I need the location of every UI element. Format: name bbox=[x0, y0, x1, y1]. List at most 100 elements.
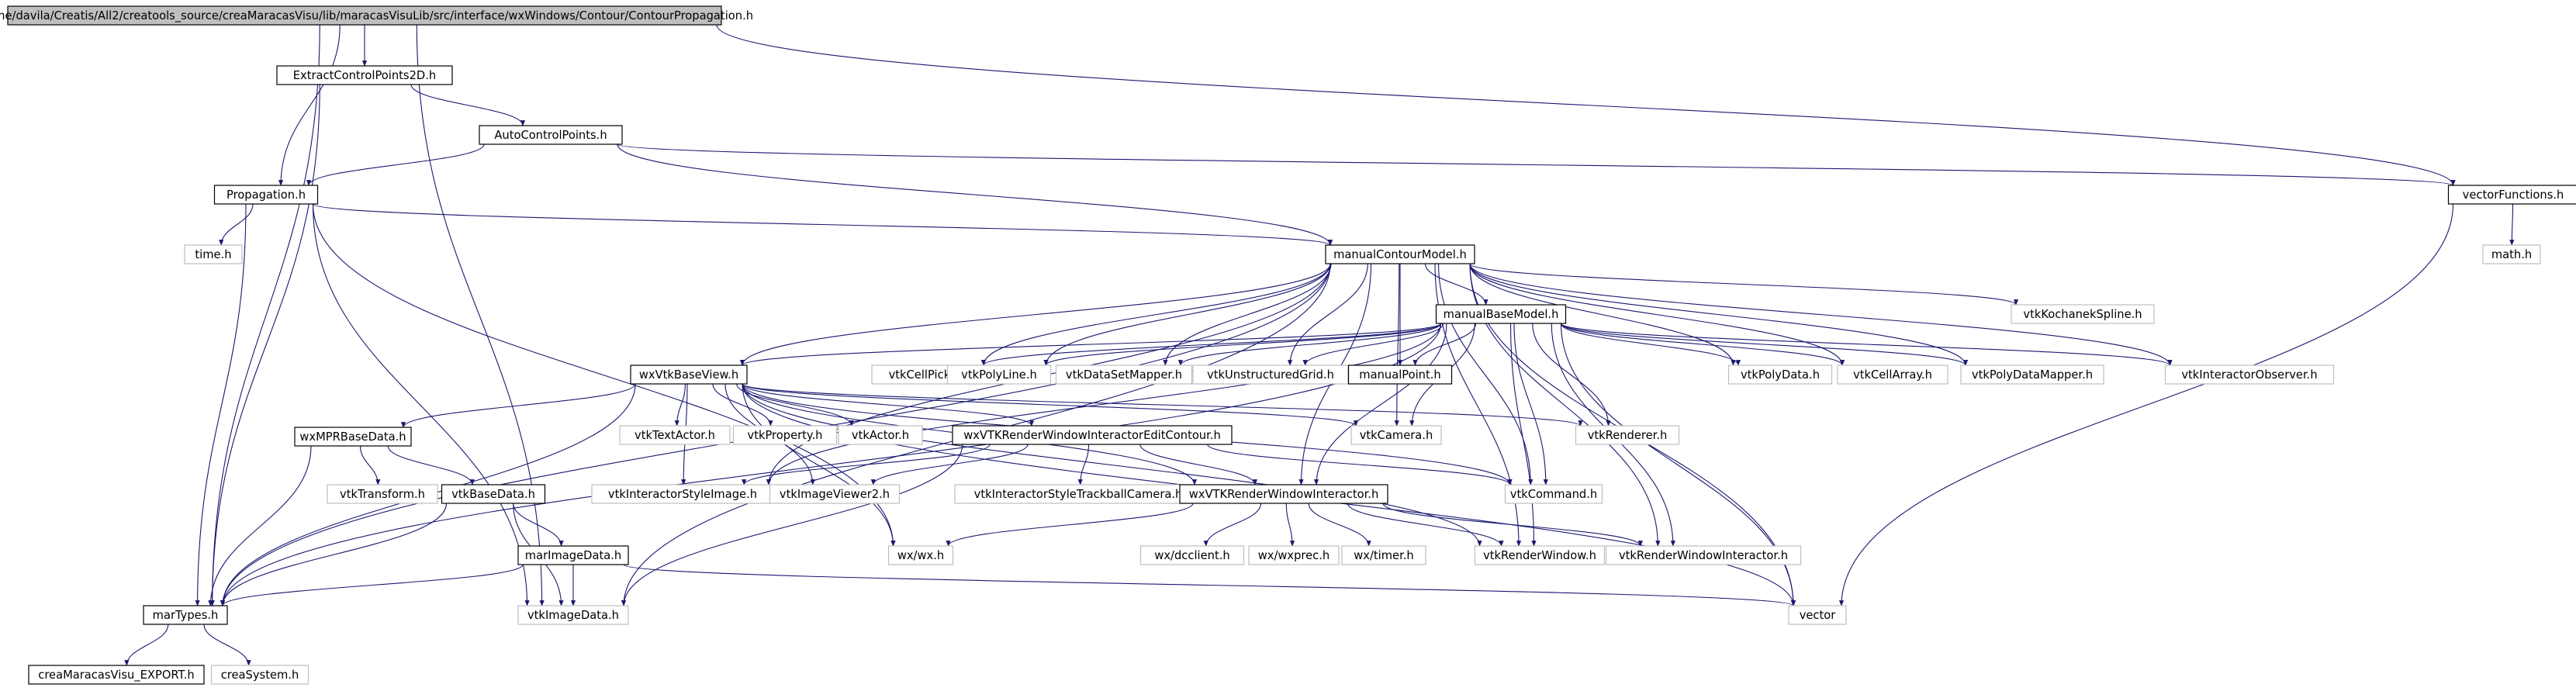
node-vtkrenderer: vtkRenderer.h bbox=[1575, 425, 1680, 445]
node-wxwx: wx/wx.h bbox=[887, 545, 954, 565]
node-manualpoint[interactable]: manualPoint.h bbox=[1347, 365, 1453, 385]
node-propagation[interactable]: Propagation.h bbox=[213, 185, 319, 205]
edge-manualbasemodel-to-manualpoint bbox=[1412, 323, 1477, 366]
edge-manualcontourmodel-to-vtkinteractorobserver bbox=[1469, 263, 2173, 366]
node-vtkistyletrackball: vtkInteractorStyleTrackballCamera.h bbox=[954, 484, 1202, 504]
node-label: vtkProperty.h bbox=[748, 429, 823, 442]
node-box bbox=[479, 125, 623, 145]
node-box bbox=[1055, 365, 1193, 385]
node-label: vtkPolyLine.h bbox=[961, 368, 1037, 382]
edge-manualcontourmodel-to-vtkcommand bbox=[1437, 263, 1533, 485]
node-vtkimageviewer2: vtkImageViewer2.h bbox=[769, 484, 901, 504]
node-label: vtkTransform.h bbox=[340, 488, 425, 501]
edge-extractcp-to-martypes bbox=[209, 84, 320, 606]
node-box bbox=[838, 425, 923, 445]
edge-manualbasemodel-to-vtkcellarray bbox=[1560, 323, 1845, 366]
edge-autocp-to-manualcontourmodel bbox=[617, 143, 1333, 246]
node-label: wxMPRBaseData.h bbox=[299, 430, 406, 444]
edge-manualbasemodel-to-vtkcommand bbox=[1513, 323, 1548, 485]
node-box bbox=[1605, 545, 1802, 565]
node-box bbox=[1139, 545, 1245, 565]
edge-manualbasemodel-to-vtkrenderwindow bbox=[1509, 323, 1537, 547]
node-vtkdatasetmapper: vtkDataSetMapper.h bbox=[1055, 365, 1193, 385]
node-label: vtkRenderWindowInteractor.h bbox=[1619, 549, 1788, 562]
node-box bbox=[619, 425, 731, 445]
node-label: vtkTextActor.h bbox=[634, 429, 715, 442]
node-creamaracasexport[interactable]: creaMaracasVisu_EXPORT.h bbox=[28, 665, 205, 685]
edge-vtkbasedata-to-martypes bbox=[220, 503, 448, 606]
node-extractcp[interactable]: ExtractControlPoints2D.h bbox=[276, 65, 453, 85]
node-box bbox=[1474, 545, 1606, 565]
node-martypes[interactable]: marTypes.h bbox=[143, 605, 228, 625]
node-box bbox=[2447, 185, 2576, 205]
node-manualbasemodel[interactable]: manualBaseModel.h bbox=[1435, 304, 1567, 324]
edge-propagation-to-vtkimagedata bbox=[312, 203, 530, 606]
edge-vectorfunctions-to-vector bbox=[1838, 203, 2454, 606]
node-wxwxprec: wx/wxprec.h bbox=[1248, 545, 1340, 565]
edge-wxmprbasedata-to-martypes bbox=[208, 445, 312, 606]
node-label: marTypes.h bbox=[153, 609, 219, 622]
edge-wxvtkbaseview-to-vtkrenderer bbox=[742, 383, 1583, 427]
node-math: math.h bbox=[2482, 244, 2541, 264]
node-box bbox=[1837, 365, 1948, 385]
edge-wxvtkrwi-to-vtkrenderwindowinteractor bbox=[1382, 503, 1643, 547]
node-root[interactable]: /home/davila/Creatis/All2/creatools_sour… bbox=[0, 5, 753, 26]
node-manualcontourmodel[interactable]: manualContourModel.h bbox=[1325, 244, 1475, 264]
edge-wxvtkrwiec-to-vtkimageviewer2 bbox=[870, 444, 1029, 485]
node-label: vtkImageData.h bbox=[527, 609, 619, 622]
edge-wxvtkbaseview-to-wxwx bbox=[742, 383, 896, 547]
node-box bbox=[954, 484, 1202, 504]
node-vectorfunctions[interactable]: vectorFunctions.h bbox=[2447, 185, 2576, 205]
edge-marimagedata-to-vector bbox=[623, 564, 1796, 606]
edge-vtkbasedata-to-marimagedata bbox=[513, 503, 564, 547]
node-box bbox=[517, 605, 629, 625]
node-label: vtkInteractorObserver.h bbox=[2181, 368, 2317, 382]
edge-manualbasemodel-to-vtkinteractorobserver bbox=[1560, 323, 2173, 366]
node-box bbox=[2011, 304, 2155, 324]
node-wxvtkrwi[interactable]: wxVTKRenderWindowInteractor.h bbox=[1179, 484, 1388, 504]
node-label: marImageData.h bbox=[525, 549, 621, 562]
node-box bbox=[294, 427, 412, 447]
edge-wxvtkrwi-to-vtkrenderwindow bbox=[1347, 503, 1504, 547]
node-wxvtkrwiec[interactable]: wxVTKRenderWindowInteractorEditContour.h bbox=[952, 425, 1233, 445]
node-label: vtkCamera.h bbox=[1360, 429, 1433, 442]
edge-wxvtkrwiec-to-vtkimagedata bbox=[621, 444, 963, 606]
edge-propagation-to-manualcontourmodel bbox=[312, 203, 1333, 246]
edge-wxmprbasedata-to-vtktransform bbox=[359, 445, 381, 485]
edge-marimagedata-to-martypes bbox=[220, 564, 524, 606]
node-box bbox=[2164, 365, 2335, 385]
edge-manualcontourmodel-to-vtkpolydatamapper bbox=[1469, 263, 1969, 366]
edge-root-to-vectorfunctions bbox=[716, 24, 2456, 186]
node-label: wx/wxprec.h bbox=[1258, 549, 1330, 562]
edge-autocp-to-vectorfunctions bbox=[617, 143, 2455, 186]
node-wxmprbasedata[interactable]: wxMPRBaseData.h bbox=[294, 427, 412, 447]
node-wxvtkbaseview[interactable]: wxVtkBaseView.h bbox=[630, 365, 748, 385]
node-vtkrenderwindowinteractor: vtkRenderWindowInteractor.h bbox=[1605, 545, 1802, 565]
edge-autocp-to-propagation bbox=[306, 143, 485, 186]
node-wxdcclient: wx/dcclient.h bbox=[1139, 545, 1245, 565]
node-label: time.h bbox=[195, 248, 231, 261]
node-box bbox=[1788, 605, 1847, 625]
node-box bbox=[143, 605, 228, 625]
edge-wxvtkbaseview-to-vtkproperty bbox=[712, 383, 773, 427]
node-vtkcommand: vtkCommand.h bbox=[1504, 484, 1603, 504]
node-box bbox=[517, 545, 629, 565]
edge-wxvtkrwi-to-wxwx bbox=[946, 503, 1194, 547]
edge-wxvtkbaseview-to-wxmprbasedata bbox=[400, 383, 636, 428]
edge-manualbasemodel-to-vtkpolyline bbox=[1043, 323, 1442, 366]
node-label: creaSystem.h bbox=[221, 669, 299, 682]
node-box bbox=[1347, 365, 1453, 385]
node-box bbox=[1179, 484, 1388, 504]
edge-manualbasemodel-to-vtkinteractorstyleimage bbox=[766, 323, 1442, 485]
node-label: vtkUnstructuredGrid.h bbox=[1207, 368, 1334, 382]
node-box bbox=[732, 425, 838, 445]
node-box bbox=[1727, 365, 1833, 385]
node-autocp[interactable]: AutoControlPoints.h bbox=[479, 125, 623, 145]
edge-root-to-martypes bbox=[209, 24, 320, 606]
node-vtkimagedata: vtkImageData.h bbox=[517, 605, 629, 625]
node-marimagedata[interactable]: marImageData.h bbox=[517, 545, 629, 565]
node-vtkcellarray: vtkCellArray.h bbox=[1837, 365, 1948, 385]
node-vtkbasedata[interactable]: vtkBaseData.h bbox=[441, 484, 546, 504]
node-box bbox=[184, 244, 243, 264]
